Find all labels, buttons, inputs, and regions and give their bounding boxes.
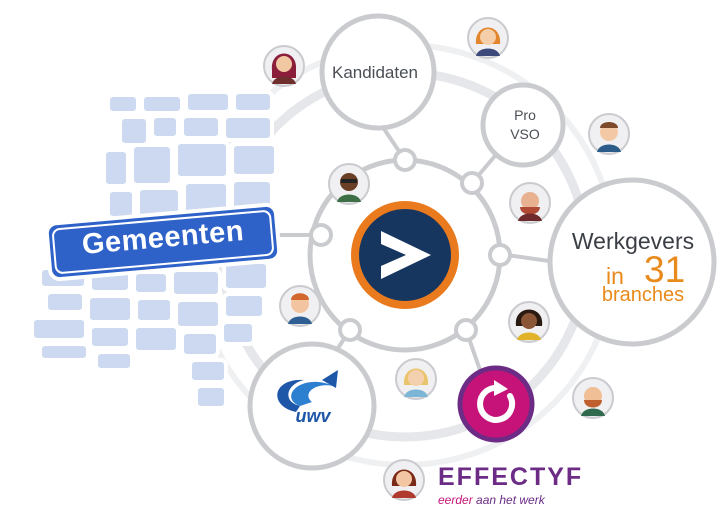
netherlands-map xyxy=(30,90,278,410)
kandidaten-label: Kandidaten xyxy=(331,63,419,82)
refresh-arrow-icon xyxy=(477,380,515,423)
chevron-right-icon xyxy=(381,231,431,279)
person-avatar-icon xyxy=(467,17,509,59)
person-avatar-icon xyxy=(279,285,321,327)
person-avatar-icon xyxy=(263,45,305,87)
uwv-label: uwv xyxy=(295,406,331,426)
uwv-node xyxy=(247,341,377,471)
person-avatar-icon xyxy=(509,182,551,224)
effectyf-wordmark: EFFECTYF xyxy=(438,463,584,491)
werkgevers-node xyxy=(547,177,717,347)
tagline-highlight: eerder xyxy=(438,493,473,507)
kandidaten-node xyxy=(319,13,437,131)
effectyf-logo-circle xyxy=(457,365,535,443)
pro-label: Pro xyxy=(514,107,536,123)
avatars xyxy=(263,17,630,501)
branches-label: branches xyxy=(601,284,685,306)
werkgevers-label: Werkgevers xyxy=(571,228,695,254)
uwv-swoosh-logo xyxy=(277,370,338,412)
person-avatar-icon xyxy=(383,459,425,501)
effectyf-tagline: eerder aan het werk xyxy=(438,494,588,506)
in-label: in xyxy=(606,263,624,289)
person-avatar-icon xyxy=(572,377,614,419)
person-avatar-icon xyxy=(508,301,550,343)
hub-joints xyxy=(309,148,512,342)
tagline-rest: aan het werk xyxy=(472,493,545,507)
branch-count-label: 31 xyxy=(644,249,686,290)
person-avatar-icon xyxy=(395,358,437,400)
person-avatar-icon xyxy=(588,113,630,155)
person-avatar-icon xyxy=(328,163,370,205)
vso-label: VSO xyxy=(510,126,540,142)
gemeenten-sign xyxy=(44,202,282,282)
pro-vso-node xyxy=(480,82,566,168)
center-logo xyxy=(351,201,459,309)
